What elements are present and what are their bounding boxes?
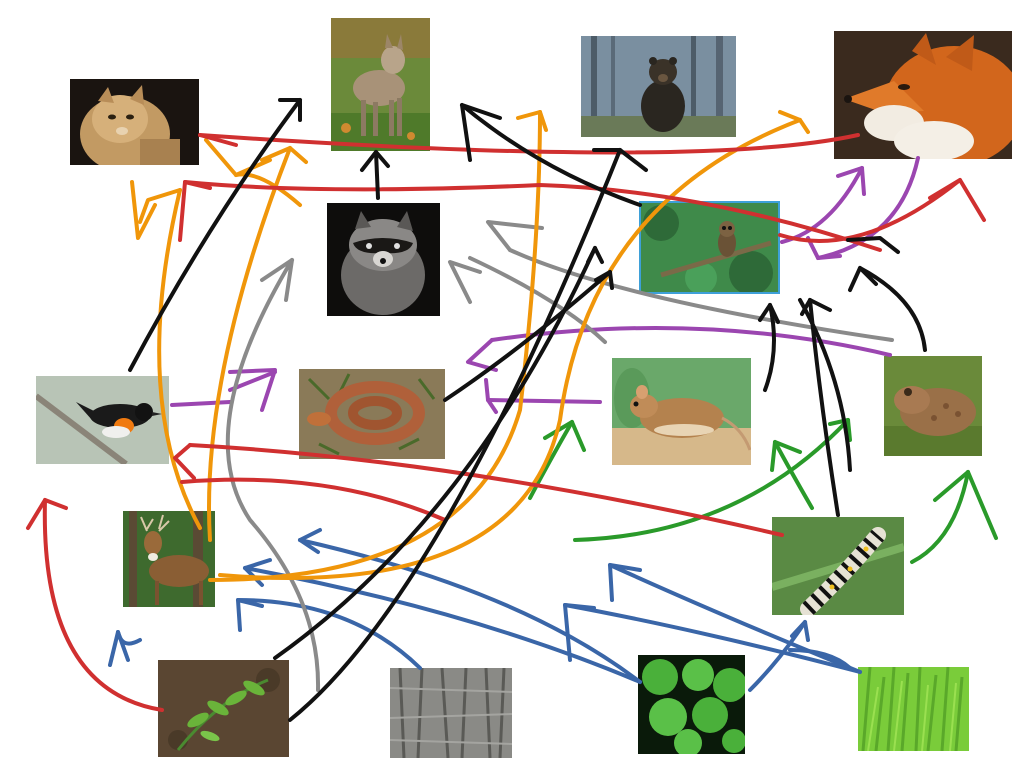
feeding-arrow <box>170 400 232 407</box>
feeding-arrow <box>486 398 602 404</box>
feeding-arrow <box>298 528 322 554</box>
feeding-arrow <box>243 566 642 684</box>
feeding-arrow <box>778 178 962 243</box>
coyote-photo <box>331 18 430 151</box>
feeding-arrow <box>260 258 294 302</box>
feeding-arrow <box>157 188 202 530</box>
feeding-arrow <box>516 110 548 132</box>
raccoon-photo <box>327 203 440 316</box>
feeding-arrow <box>778 110 810 134</box>
feeding-arrow <box>806 236 842 260</box>
feeding-arrow <box>594 270 614 290</box>
feeding-arrow <box>208 110 542 582</box>
feeding-arrow <box>225 258 321 692</box>
feeding-arrow <box>443 270 612 402</box>
feeding-arrow <box>204 138 272 177</box>
feeding-arrow <box>828 418 852 442</box>
feeding-arrow <box>528 420 574 500</box>
feeding-arrow <box>788 648 852 670</box>
feeding-arrow <box>178 180 212 242</box>
feeding-arrow <box>800 298 832 316</box>
toad-photo <box>884 356 982 456</box>
feeding-arrow <box>608 563 642 602</box>
feeding-arrow <box>234 172 302 207</box>
feeding-arrow <box>848 266 878 292</box>
feeding-arrow <box>108 630 130 667</box>
feeding-arrow <box>773 440 814 510</box>
feeding-arrow <box>910 470 970 564</box>
feeding-arrow <box>228 370 277 392</box>
feeding-arrow <box>543 420 586 452</box>
feeding-arrow <box>466 338 498 372</box>
feeding-arrow <box>26 498 68 530</box>
feeding-arrow <box>460 103 502 162</box>
feeding-arrow <box>198 133 860 155</box>
black-bear-photo <box>581 36 736 137</box>
feeding-arrow <box>790 620 810 642</box>
feeding-arrow <box>858 266 927 352</box>
feeding-arrow <box>218 118 802 581</box>
feeding-arrow <box>586 246 604 264</box>
feeding-arrow <box>260 146 308 164</box>
feeding-arrow <box>780 166 864 244</box>
feeding-arrow <box>484 378 498 414</box>
feeding-arrow <box>448 260 482 304</box>
feeding-arrow <box>770 440 802 472</box>
red-arrows <box>26 133 986 712</box>
feeding-arrow <box>468 256 607 344</box>
feeding-arrow <box>130 180 157 240</box>
mouse-photo <box>612 358 751 465</box>
feeding-arrow <box>243 558 272 587</box>
feeding-arrow <box>808 298 840 517</box>
feeding-arrow <box>374 150 380 200</box>
feeding-arrow <box>933 470 998 540</box>
feeding-arrow <box>846 236 900 254</box>
black-arrows <box>128 98 927 722</box>
feeding-arrow <box>836 166 866 196</box>
feeding-arrow <box>228 368 277 412</box>
feeding-arrow <box>180 477 447 522</box>
white-tailed-deer-photo <box>123 511 215 607</box>
redstart-bird-photo <box>36 376 169 464</box>
feeding-arrow <box>758 303 780 324</box>
tree-bark-photo <box>390 668 512 758</box>
feeding-arrow <box>116 630 142 646</box>
feeding-arrow <box>563 603 596 662</box>
copperhead-snake-photo <box>299 369 445 459</box>
cougar-photo <box>70 79 199 165</box>
orange-arrows <box>130 110 810 582</box>
feeding-arrow <box>592 148 648 172</box>
purple-arrows <box>170 156 920 414</box>
caterpillar-photo <box>772 517 904 615</box>
feeding-arrow <box>298 538 642 684</box>
feeding-arrow <box>198 133 238 147</box>
feeding-arrow <box>816 156 920 260</box>
feeding-arrow <box>173 443 196 480</box>
feeding-arrow <box>928 178 986 222</box>
feeding-arrow <box>138 188 182 224</box>
feeding-arrow <box>763 303 776 392</box>
red-fox-photo <box>834 31 1012 159</box>
feeding-arrow <box>236 598 264 632</box>
feeding-arrow <box>798 298 852 472</box>
feeding-arrow <box>236 598 422 670</box>
feeding-arrow <box>486 220 544 252</box>
feeding-arrow <box>748 620 807 692</box>
feeding-arrow <box>278 98 302 122</box>
clover-leaves-photo <box>638 655 745 754</box>
forest-plant-photo <box>158 660 289 757</box>
feeding-arrow <box>490 326 892 357</box>
grass-photo <box>858 667 969 751</box>
feeding-arrow <box>360 150 390 172</box>
feeding-arrow <box>207 146 292 542</box>
owl-photo <box>639 201 780 294</box>
